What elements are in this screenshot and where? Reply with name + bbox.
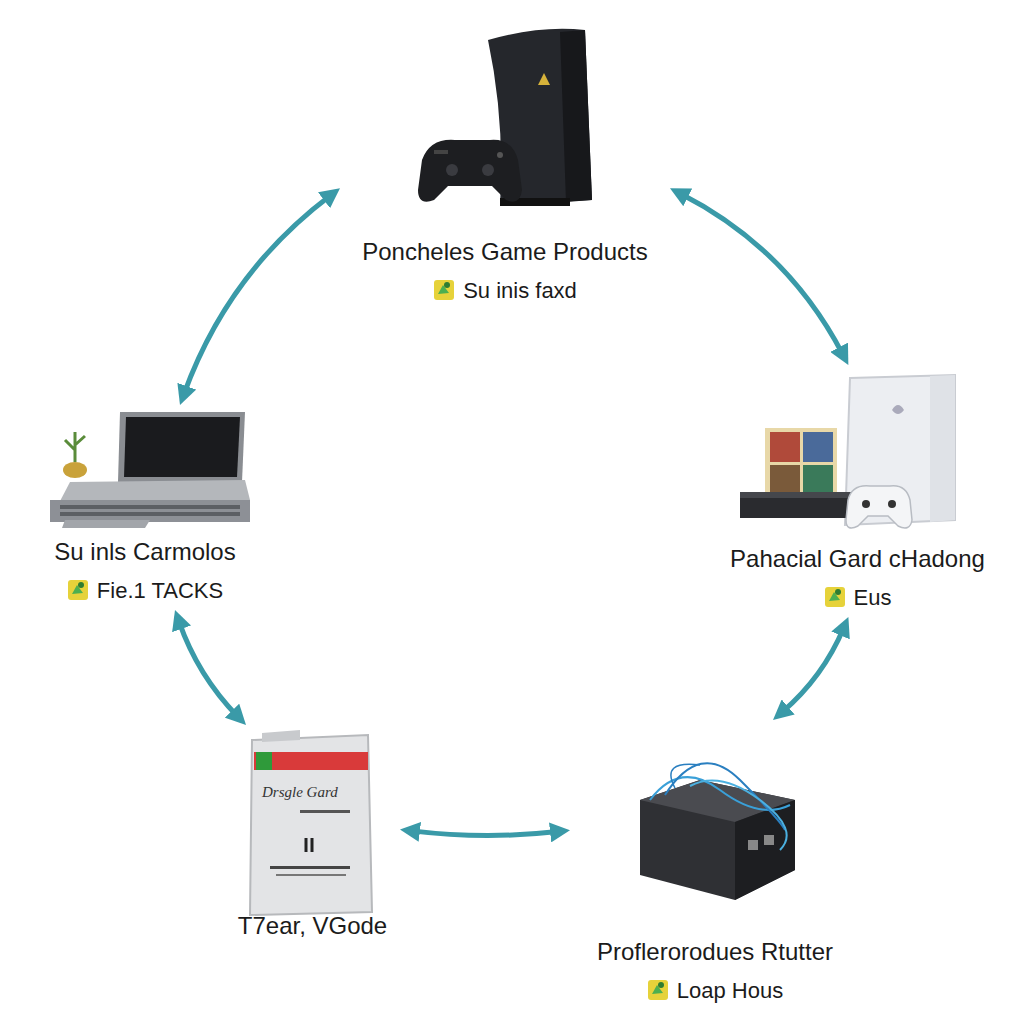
white-console-illustration <box>740 375 955 528</box>
product-group: Pahacial Gard cHadongEus <box>705 365 1010 617</box>
product-group: Su inls CarmolosFie.1 TACKS <box>20 405 270 610</box>
laptop-illustration <box>50 412 250 528</box>
node-title: T7ear, VGode <box>238 911 387 941</box>
node-subline: Su inis faxd <box>433 277 577 305</box>
box-label: Drsgle Gard <box>262 784 338 801</box>
node-subtitle: Eus <box>854 584 892 612</box>
bullet-icon <box>647 978 669 1002</box>
node-subtitle: Su inis faxd <box>463 277 577 305</box>
node-title: Proflerorodues Rtutter <box>597 937 833 967</box>
flow-arrow <box>782 628 844 712</box>
node-subtitle: Fie.1 TACKS <box>97 577 223 605</box>
product-box-illustration <box>250 730 372 915</box>
product-group: Poncheles Game Products Su inis faxd <box>340 20 670 310</box>
node-subline: Eus <box>824 584 892 612</box>
node-subline: Loap Hous <box>647 977 783 1005</box>
node-title: Pahacial Gard cHadong <box>730 544 985 574</box>
console-illustration <box>418 29 592 206</box>
flow-arrow <box>412 831 558 836</box>
node-subtitle: Loap Hous <box>677 977 783 1005</box>
bullet-icon <box>433 278 455 302</box>
bullet-icon <box>824 585 846 609</box>
bullet-icon <box>67 578 89 602</box>
product-group: Proflerorodues RtutterLoap Hous <box>570 720 860 1010</box>
router-illustration <box>640 763 795 900</box>
node-subline: Fie.1 TACKS <box>67 577 223 605</box>
node-title: Su inls Carmolos <box>54 537 235 567</box>
product-group: T7ear, VGode <box>225 725 400 957</box>
flow-arrow <box>179 621 238 716</box>
flow-arrow <box>681 194 843 355</box>
node-title: Poncheles Game Products <box>362 237 647 267</box>
flow-arrow <box>184 195 330 393</box>
